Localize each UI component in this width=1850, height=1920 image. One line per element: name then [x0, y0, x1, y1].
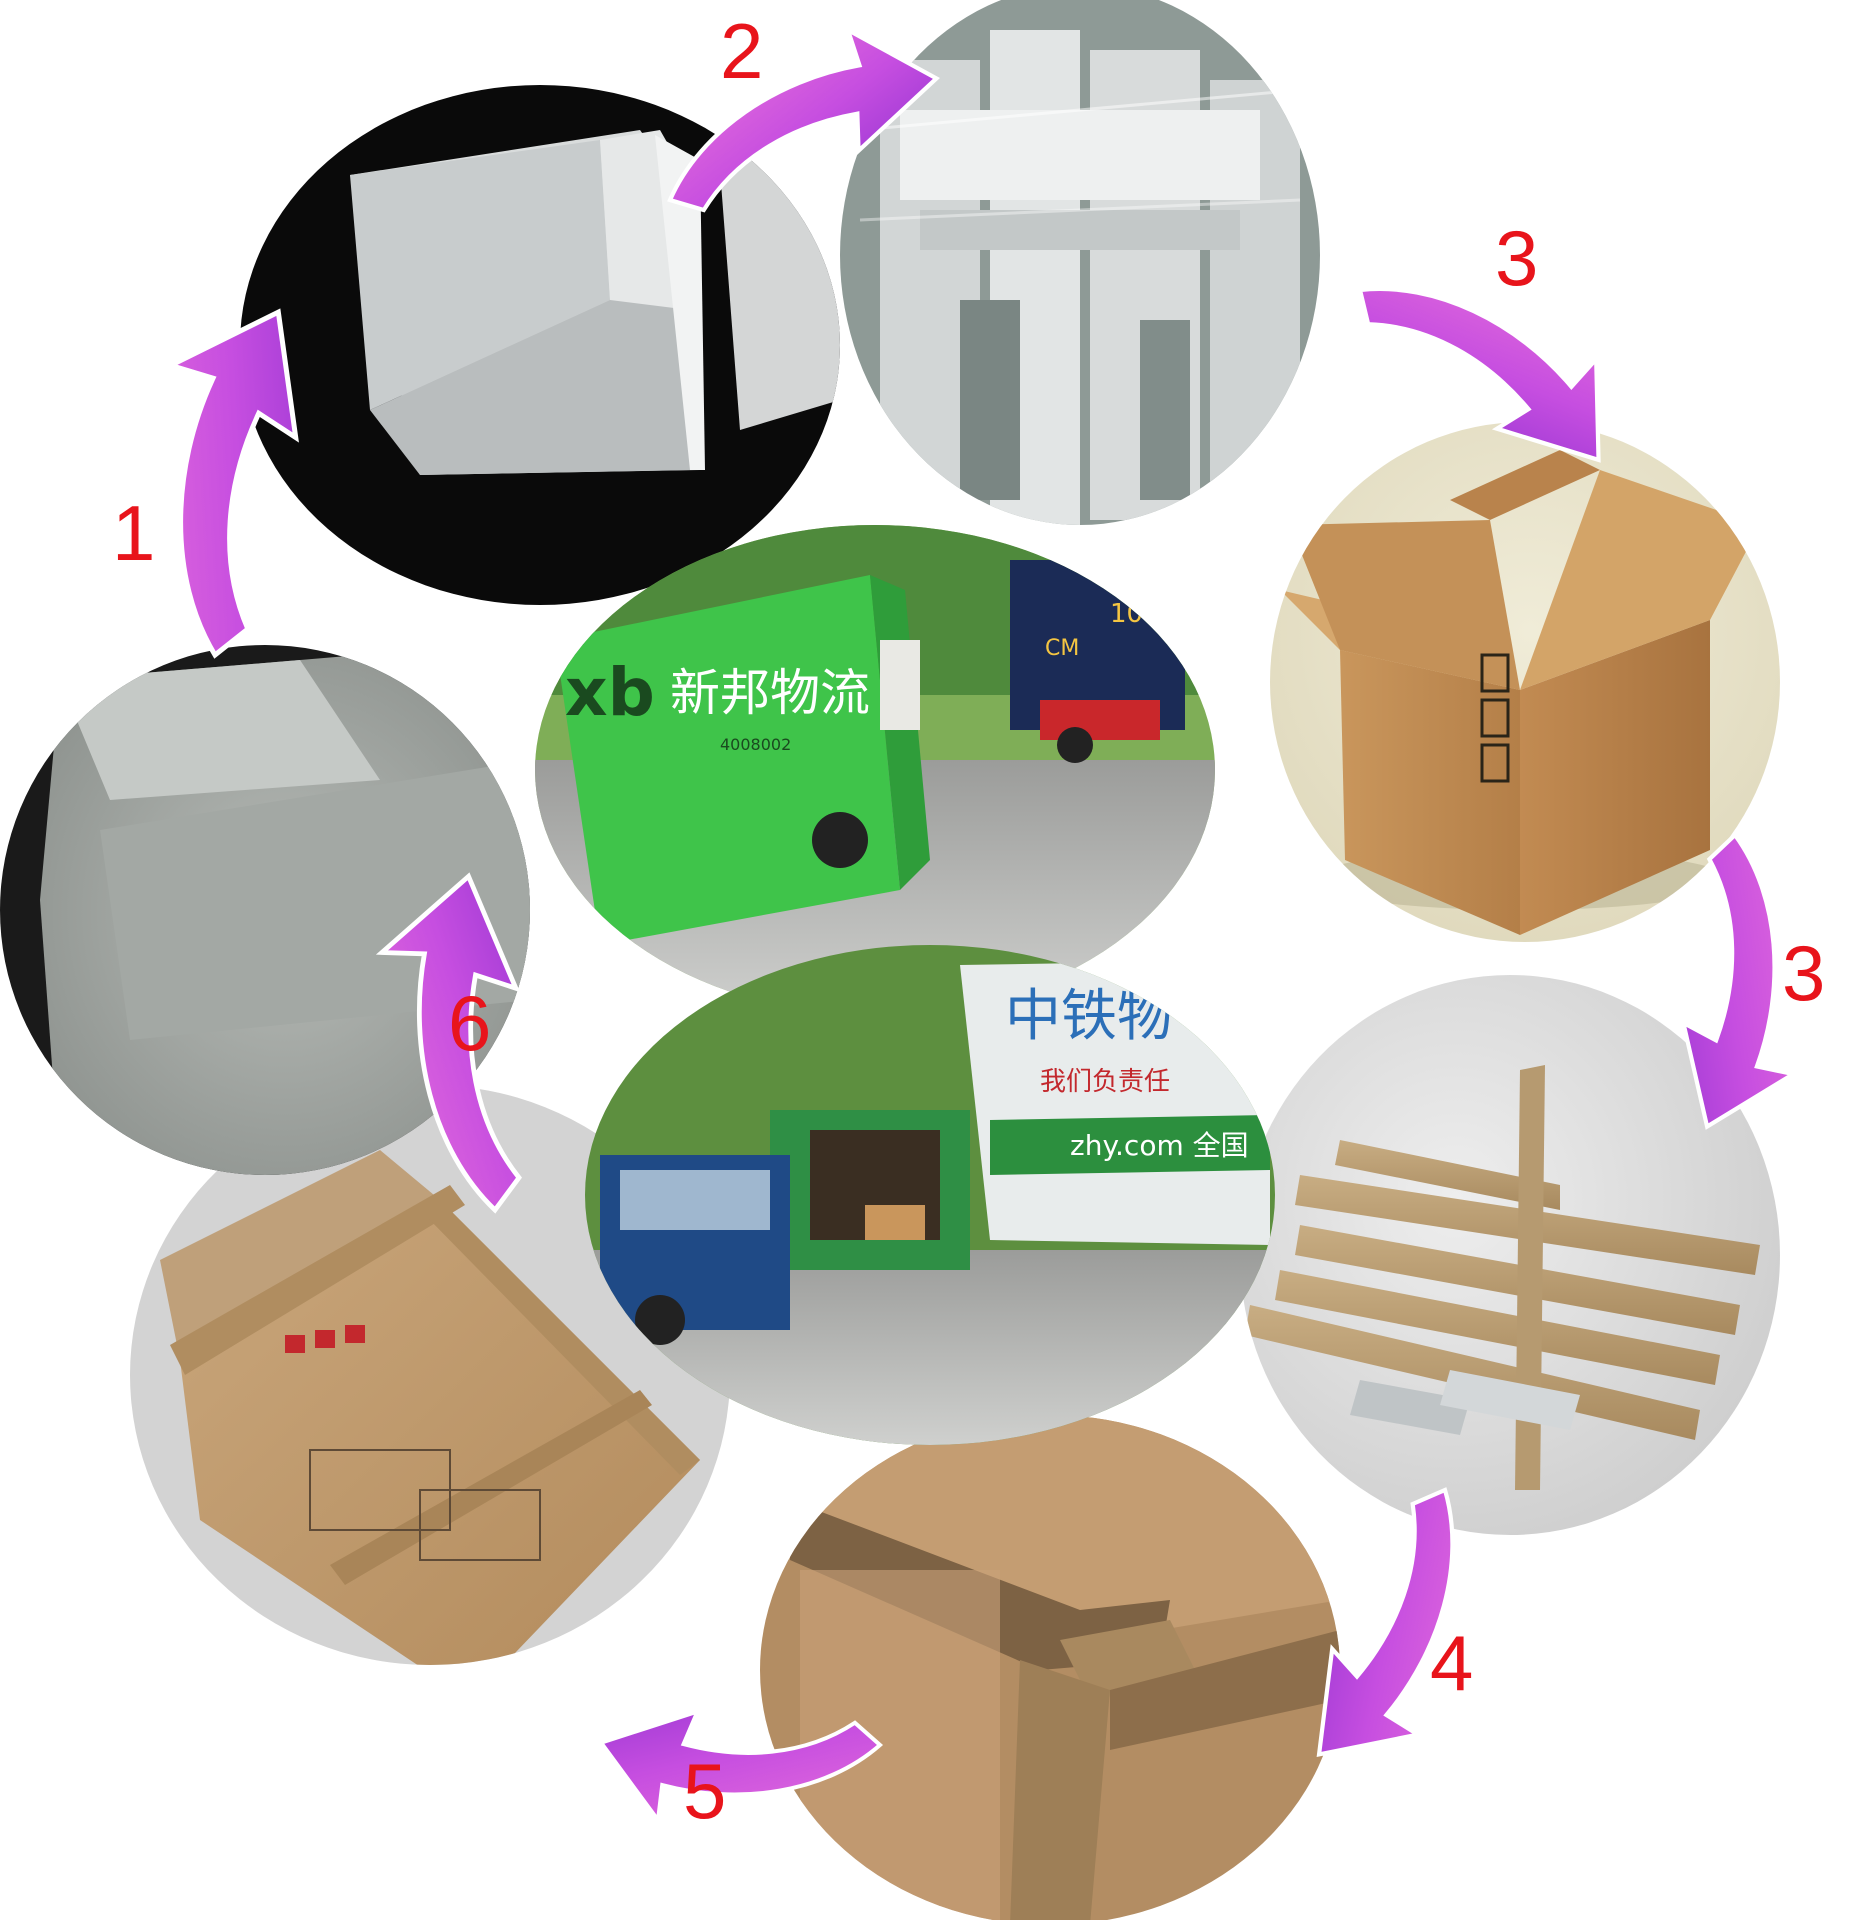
wood-strips-and-nails-photo — [1240, 975, 1780, 1535]
truck-web-bottom: zhy.com 全国 — [1070, 1129, 1249, 1162]
truck-slogan-bottom: 我们负责任 — [1040, 1067, 1170, 1097]
truck-logo-text: xb — [565, 654, 655, 731]
wooden-frame-corner-photo — [760, 1415, 1340, 1920]
keep-dry-mark-icon — [315, 1330, 335, 1348]
foam-wrapped-panels-photo — [840, 0, 1320, 525]
truck-photo-bottom: 中铁物 我们负责任 zhy.com 全国 — [585, 945, 1275, 1445]
truck-back-mark: CM — [1045, 636, 1079, 661]
step-number-3-top: 3 — [1495, 214, 1538, 302]
step-number-1: 1 — [112, 489, 155, 577]
this-way-up-mark-icon — [345, 1325, 365, 1343]
step-number-4: 4 — [1430, 1619, 1473, 1707]
step-number-6: 6 — [448, 979, 491, 1067]
truck-brand-name-bottom: 中铁物 — [1005, 984, 1173, 1049]
truck-phone-number: 4008002 — [720, 735, 791, 754]
truck-photo-top: xb 新邦物流 4008002 1016 CM — [535, 525, 1215, 1015]
fragile-mark-icon — [285, 1335, 305, 1353]
truck-back-number: 1016 — [1110, 599, 1176, 629]
wood-framed-carton-photo — [130, 1085, 730, 1665]
carton-box-photo — [1270, 422, 1780, 942]
step-number-2: 2 — [720, 7, 763, 95]
step-number-5: 5 — [683, 1747, 726, 1835]
truck-brand-name: 新邦物流 — [670, 664, 870, 722]
step-number-3-bottom: 3 — [1782, 929, 1825, 1017]
